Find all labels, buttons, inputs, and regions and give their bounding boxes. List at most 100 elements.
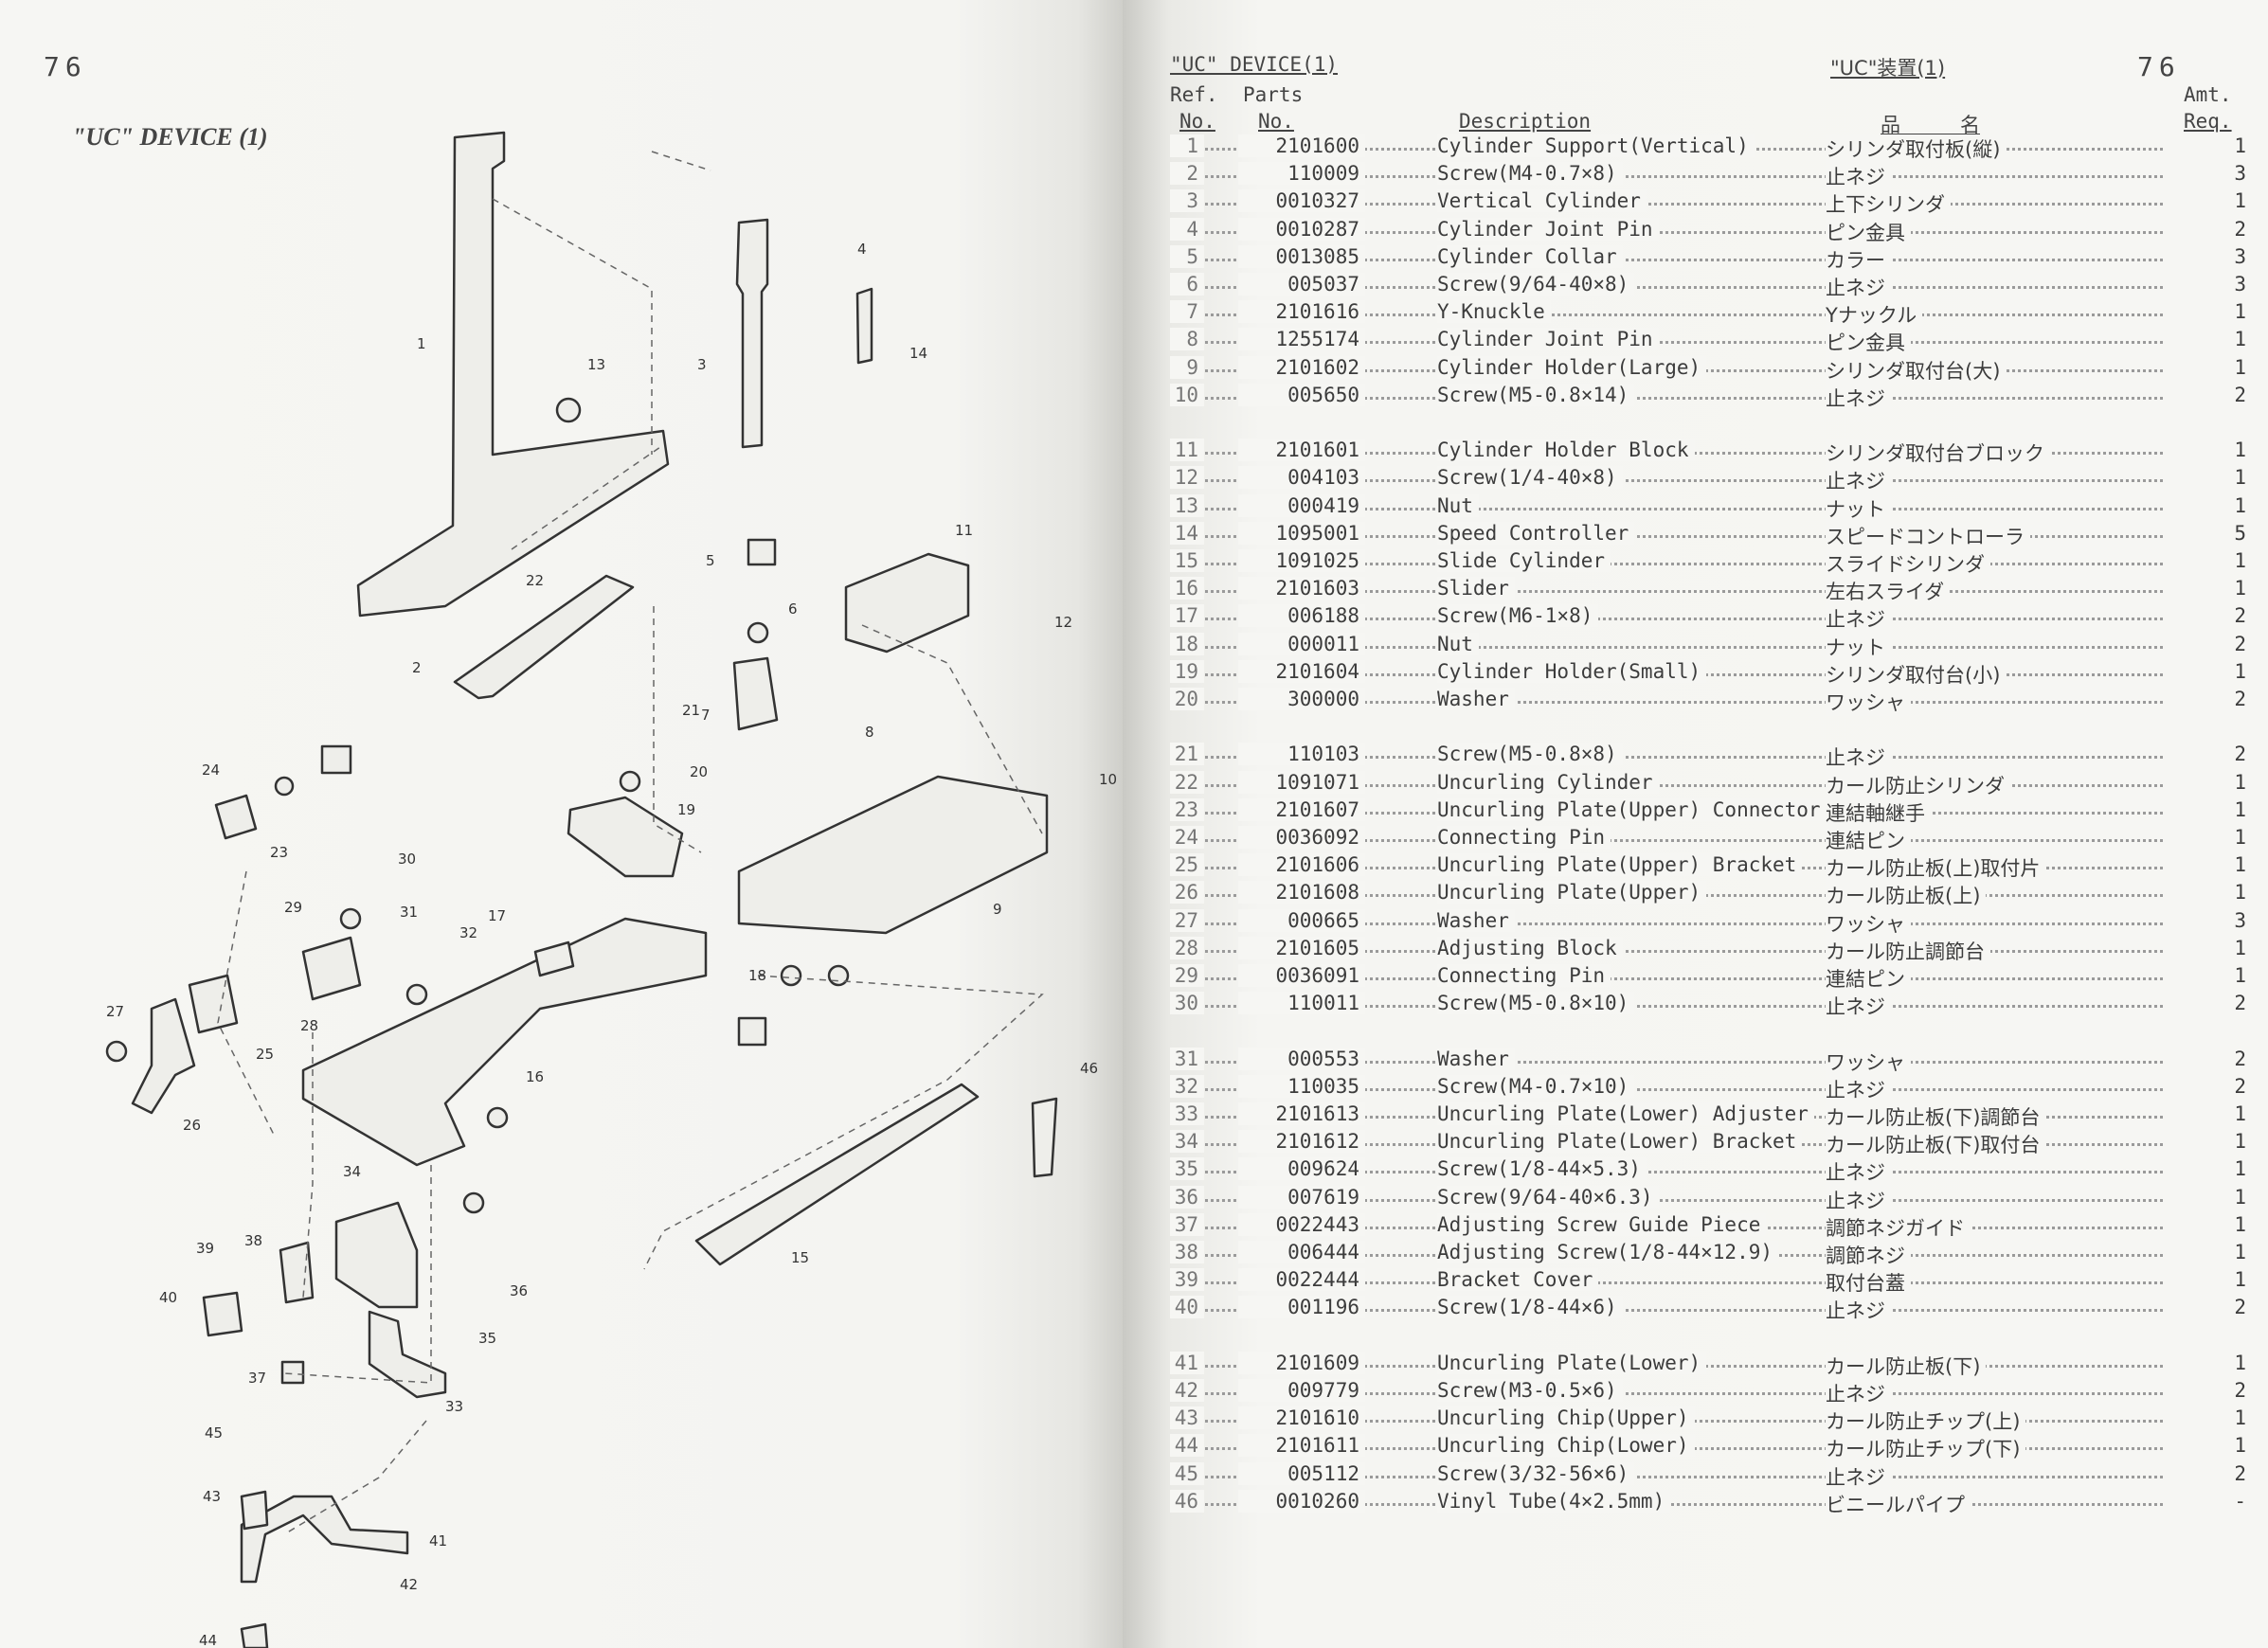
part-description: Screw(9/64-40×8)	[1437, 273, 1635, 296]
callout-number: 15	[791, 1249, 809, 1266]
part-number: 0010287	[1238, 217, 1365, 241]
part-description: Adjusting Block	[1437, 936, 1623, 959]
part-collar-upper	[747, 538, 777, 566]
callout-number: 40	[159, 1289, 177, 1306]
row-leader-dots	[1170, 549, 2242, 565]
part-name-japanese: ピン金具	[1826, 217, 1911, 246]
part-name-japanese: 連結ピン	[1826, 826, 1911, 854]
ref-number: 12	[1170, 466, 1204, 490]
row-leader-dots	[1170, 189, 2242, 206]
ref-number: 24	[1170, 826, 1204, 849]
part-number: 1095001	[1238, 521, 1365, 545]
callout-number: 42	[400, 1576, 418, 1593]
ref-number: 5	[1170, 244, 1204, 268]
ref-number: 29	[1170, 964, 1204, 987]
row-leader-dots	[1170, 992, 2242, 1009]
ref-number: 3	[1170, 189, 1204, 213]
row-leader-dots	[1170, 1075, 2242, 1091]
ref-number: 36	[1170, 1185, 1204, 1209]
row-leader-dots	[1170, 218, 2242, 234]
part-description: Cylinder Collar	[1437, 244, 1623, 268]
amount-required: 1	[2165, 826, 2246, 849]
amount-required: 1	[2165, 797, 2246, 821]
part-number: 0022444	[1238, 1268, 1365, 1292]
ref-number: 39	[1170, 1268, 1204, 1292]
part-number: 001196	[1238, 1296, 1365, 1319]
callout-number: 1	[417, 335, 426, 352]
amount-required: 1	[2165, 1351, 2246, 1374]
part-description: Screw(M3-0.5×6)	[1437, 1379, 1623, 1402]
part-name-japanese: カール防止板(下)取付台	[1826, 1130, 2046, 1159]
part-description: Connecting Pin	[1437, 826, 1611, 849]
part-description: Screw(1/8-44×6)	[1437, 1296, 1623, 1319]
part-description: Screw(M5-0.8×14)	[1437, 383, 1635, 406]
ref-number: 4	[1170, 217, 1204, 241]
part-name-japanese: 調節ネジ	[1826, 1241, 1911, 1269]
part-number: 000665	[1238, 908, 1365, 932]
part-name-japanese: カール防止シリンダ	[1826, 770, 2010, 799]
part-number: 110011	[1238, 992, 1365, 1015]
part-name-japanese: カール防止板(下)	[1826, 1351, 1987, 1380]
list-header-left: "UC" DEVICE(1)	[1170, 53, 1339, 76]
part-connector	[214, 794, 258, 840]
part-name-japanese: 左右スライダ	[1826, 577, 1951, 606]
part-cylinder-holder-block	[844, 552, 970, 654]
amount-required: 1	[2165, 853, 2246, 877]
diagram-title: "UC" DEVICE (1)	[72, 123, 268, 151]
part-description: Screw(9/64-40×6.3)	[1437, 1185, 1659, 1209]
part-description: Cylinder Holder Block	[1437, 439, 1695, 462]
row-leader-dots	[1170, 1268, 2242, 1285]
col-amt-req: Req.	[2184, 110, 2232, 133]
callout-number: 2	[412, 659, 422, 676]
amount-required: 1	[2165, 300, 2246, 324]
ref-number: 44	[1170, 1434, 1204, 1458]
ref-number: 27	[1170, 908, 1204, 932]
part-description: Y-Knuckle	[1437, 300, 1551, 324]
amount-required: 1	[2165, 659, 2246, 683]
amount-required: 2	[2165, 743, 2246, 766]
part-number: 006444	[1238, 1241, 1365, 1263]
ref-number: 46	[1170, 1489, 1204, 1513]
part-name-japanese: ワッシャ	[1826, 688, 1911, 716]
part-number: 110035	[1238, 1074, 1365, 1098]
part-description: Uncurling Plate(Upper) Connector	[1437, 797, 1827, 821]
amount-required: 2	[2165, 992, 2246, 1015]
callout-number: 12	[1054, 614, 1072, 631]
part-name-japanese: カール防止チップ(上)	[1826, 1406, 2026, 1436]
callout-number: 31	[400, 904, 418, 921]
amount-required: 1	[2165, 1157, 2246, 1181]
row-leader-dots	[1170, 826, 2242, 842]
part-number: 2101616	[1238, 300, 1365, 324]
part-description: Uncurling Chip(Upper)	[1437, 1406, 1695, 1430]
ref-number: 13	[1170, 493, 1204, 517]
part-number: 0036092	[1238, 826, 1365, 849]
callout-number: 16	[526, 1068, 544, 1085]
part-number: 2101603	[1238, 577, 1365, 600]
part-description: Adjusting Screw(1/8-44×12.9)	[1437, 1241, 1779, 1263]
part-description: Screw(1/8-44×5.3)	[1437, 1157, 1647, 1181]
part-upper-bracket	[188, 974, 239, 1034]
part-description: Washer	[1437, 908, 1515, 932]
part-description: Bracket Cover	[1437, 1268, 1599, 1292]
part-description: Screw(3/32-56×6)	[1437, 1461, 1635, 1485]
amount-required: 1	[2165, 770, 2246, 794]
row-leader-dots	[1170, 1186, 2242, 1202]
callout-number: 8	[865, 724, 874, 741]
part-number: 2101607	[1238, 797, 1365, 821]
ref-number: 34	[1170, 1130, 1204, 1154]
part-number: 009624	[1238, 1157, 1365, 1181]
